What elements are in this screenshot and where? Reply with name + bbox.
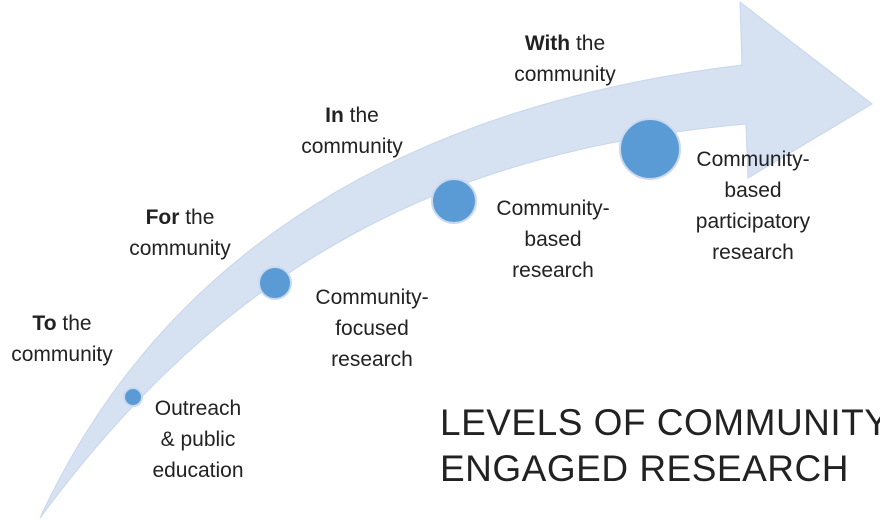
level-with-prefix: With — [524, 32, 571, 55]
level-to-line2: community — [11, 343, 113, 366]
diagram-title: LEVELS OF COMMUNITY ENGAGED RESEARCH — [440, 400, 880, 492]
level-with-description: Community- based participatory research — [680, 144, 826, 268]
level-with-suffix: the — [570, 32, 606, 55]
level-with-heading: With the community — [500, 28, 630, 90]
level-in-desc-line2: based — [524, 228, 582, 251]
level-to-desc-line2: & public — [160, 428, 236, 451]
level-to-description: Outreach & public education — [138, 393, 258, 486]
level-in-dot — [431, 178, 477, 224]
level-for-suffix: the — [179, 206, 215, 229]
level-in-heading: In the community — [290, 100, 414, 162]
level-in-line2: community — [301, 135, 403, 158]
level-with-line2: community — [514, 63, 616, 86]
level-for-desc-line2: focused — [335, 317, 409, 340]
level-in-desc-line3: research — [512, 259, 594, 282]
level-to-dot — [123, 387, 143, 407]
level-to-desc-line1: Outreach — [154, 397, 242, 420]
level-in-desc-line1: Community- — [496, 197, 610, 220]
level-with-desc-line3: participatory — [695, 210, 811, 233]
level-with-desc-line2: based — [724, 179, 782, 202]
level-with-desc-line1: Community- — [696, 148, 810, 171]
level-for-desc-line3: research — [331, 348, 413, 371]
level-for-desc-line1: Community- — [315, 286, 429, 309]
title-line1: LEVELS OF COMMUNITY — [440, 402, 880, 443]
level-for-prefix: For — [145, 206, 180, 229]
level-for-dot — [258, 266, 292, 300]
level-in-prefix: In — [325, 104, 344, 127]
level-in-suffix: the — [343, 104, 379, 127]
level-to-desc-line3: education — [152, 459, 244, 482]
level-to-prefix: To — [32, 312, 57, 335]
level-for-line2: community — [129, 237, 231, 260]
level-for-heading: For the community — [120, 202, 240, 264]
level-in-description: Community- based research — [480, 193, 626, 286]
level-for-description: Community- focused research — [298, 282, 446, 375]
level-to-suffix: the — [56, 312, 92, 335]
level-with-desc-line4: research — [712, 241, 794, 264]
level-to-heading: To the community — [6, 308, 118, 370]
title-line2: ENGAGED RESEARCH — [440, 448, 849, 489]
level-with-dot — [619, 118, 681, 180]
